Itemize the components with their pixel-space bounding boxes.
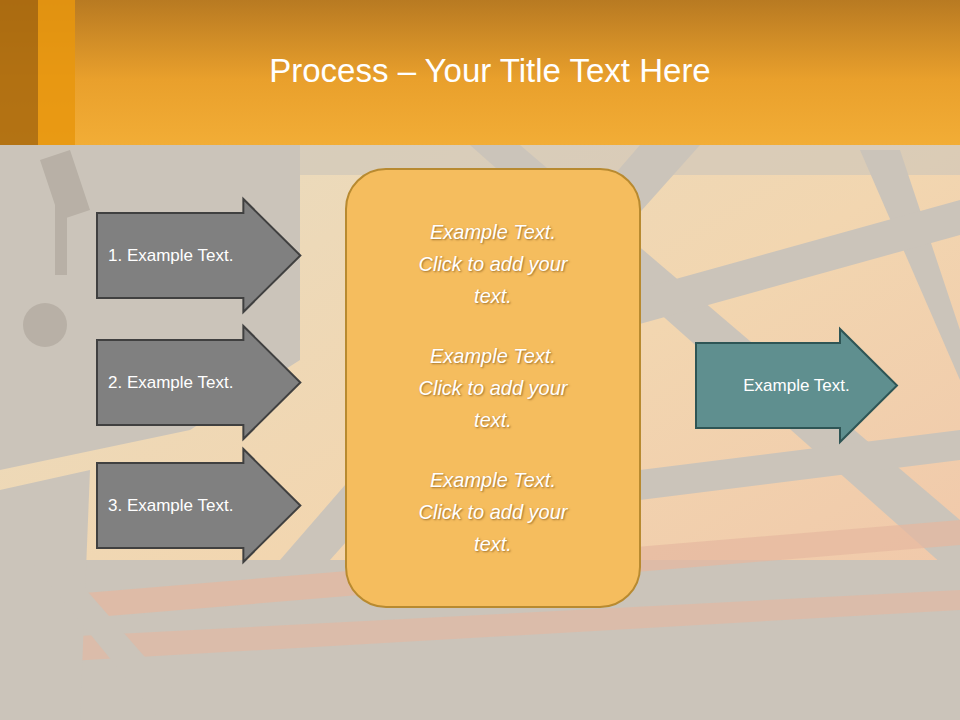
rounded-box: Example Text. Click to add your text. Exa… — [345, 168, 641, 608]
slide-title: Process – Your Title Text Here — [100, 52, 880, 90]
box-text: Example Text. Click to add your text. — [418, 216, 568, 312]
arrow-label: 2. Example Text. — [108, 340, 233, 425]
arrow-label: Example Text. — [695, 343, 898, 428]
arrow-shape: 1. Example Text. — [96, 198, 301, 313]
box-text: Example Text. Click to add your text. — [418, 464, 568, 560]
arrow-label: 1. Example Text. — [108, 213, 233, 298]
arrow-shape: 2. Example Text. — [96, 325, 301, 440]
box-text: Example Text. Click to add your text. — [418, 340, 568, 436]
arrow-label: 3. Example Text. — [108, 463, 233, 548]
arrow-shape: Example Text. — [695, 328, 898, 443]
arrow-shape: 3. Example Text. — [96, 448, 301, 563]
